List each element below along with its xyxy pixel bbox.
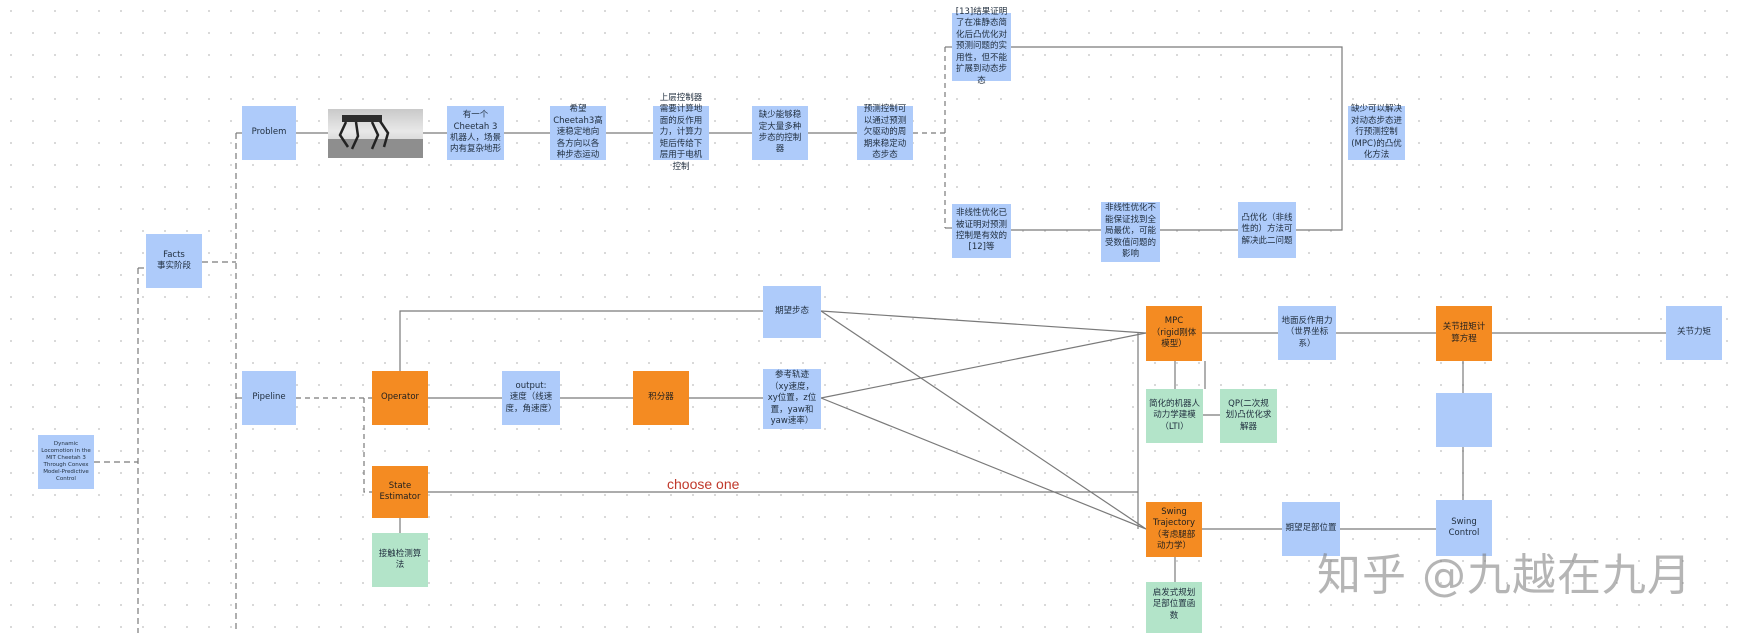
robot-image-icon: [328, 115, 423, 158]
problem-node[interactable]: Problem: [242, 106, 296, 160]
swing-control-node[interactable]: Swing Control: [1436, 500, 1492, 556]
edge-pipe-se: [363, 398, 372, 493]
desired-gait-node[interactable]: 期望步态: [763, 286, 821, 338]
ground-reaction-force-node[interactable]: 地面反作用力（世界坐标系）: [1278, 306, 1336, 360]
heuristic-foot-planner-node[interactable]: 启发式规划足部位置函数: [1146, 582, 1202, 633]
joint-torque-node[interactable]: 关节力矩: [1666, 306, 1722, 360]
qp-solver-node[interactable]: QP(二次规划)凸优化求解器: [1220, 389, 1277, 443]
problem-conclusion[interactable]: 缺少可以解决对动态步态进行预测控制(MPC)的凸优化方法: [1348, 104, 1405, 160]
edge-top-conclusion: [1011, 46, 1343, 160]
jacobian-placeholder-node[interactable]: [1436, 393, 1492, 447]
contact-detection-node[interactable]: 接触检测算法: [372, 533, 428, 587]
operator-node[interactable]: Operator: [372, 371, 428, 425]
problem-step-4[interactable]: 缺少能够稳定大量多种步态的控制器: [752, 106, 808, 160]
choose-one-label: choose one: [667, 476, 740, 492]
state-estimator-node[interactable]: State Estimator: [372, 466, 428, 518]
cheetah-photo: [328, 109, 423, 158]
problem-step-1[interactable]: 有一个Cheetah 3机器人，场景内有复杂地形: [447, 106, 504, 160]
problem-step-5[interactable]: 预测控制可以通过预测欠驱动的周期来稳定动态步态: [857, 104, 913, 160]
swing-trajectory-node[interactable]: Swing Trajectory （考虑腿部动力学）: [1146, 502, 1202, 557]
edge-operator-gait: [399, 310, 763, 371]
problem-step-3[interactable]: 上层控制器需要计算地面的反作用力，计算力矩后传给下层用于电机控制: [653, 93, 709, 172]
facts-node[interactable]: Facts 事实阶段: [146, 234, 202, 288]
edge-ref-mpc: [820, 332, 1147, 399]
desired-foot-position-node[interactable]: 期望足部位置: [1282, 502, 1340, 556]
joint-torque-calc-node[interactable]: 关节扭矩计算方程: [1436, 306, 1492, 361]
edge-facts-branch: [202, 133, 237, 633]
problem-top-note[interactable]: [13]结果证明了在准静态简化后凸优化对预测问题的实用性，但不能扩展到动态步态: [952, 7, 1011, 86]
output-node[interactable]: output: 速度（线速度，角速度）: [502, 371, 560, 425]
watermark: 知乎 @九越在九月: [1317, 550, 1692, 601]
problem-bottom-3[interactable]: 凸优化（非线性的）方法可解决此二问题: [1238, 202, 1296, 258]
root-node[interactable]: Dynamic Locomotion in the MIT Cheetah 3 …: [38, 435, 94, 489]
simplified-dynamics-node[interactable]: 简化的机器人动力学建模（LTI）: [1146, 389, 1203, 443]
mpc-node[interactable]: MPC （rigid刚体模型）: [1146, 306, 1202, 361]
pipeline-node[interactable]: Pipeline: [242, 371, 296, 425]
edge-se-mpc-swing: [428, 333, 1139, 529]
edge-b3-conclusion: [1296, 160, 1343, 231]
edge-ref-swing: [820, 397, 1147, 530]
problem-step-2[interactable]: 希望Cheetah3高速稳定地向各方向以各种步态运动: [550, 104, 606, 160]
problem-bottom-1[interactable]: 非线性优化已被证明对预测控制是有效的[12]等: [952, 204, 1011, 258]
edge-gait-swing: [820, 310, 1147, 530]
integrator-node[interactable]: 积分器: [633, 371, 689, 425]
edge-root-trunk: [94, 268, 139, 633]
reference-trajectory-node[interactable]: 参考轨迹（xy速度，xy位置，z位置，yaw和yaw速率）: [763, 369, 821, 429]
edge-gait-mpc: [820, 310, 1147, 334]
problem-bottom-2[interactable]: 非线性优化不能保证找到全局最优，可能受数值问题的影响: [1101, 202, 1160, 262]
